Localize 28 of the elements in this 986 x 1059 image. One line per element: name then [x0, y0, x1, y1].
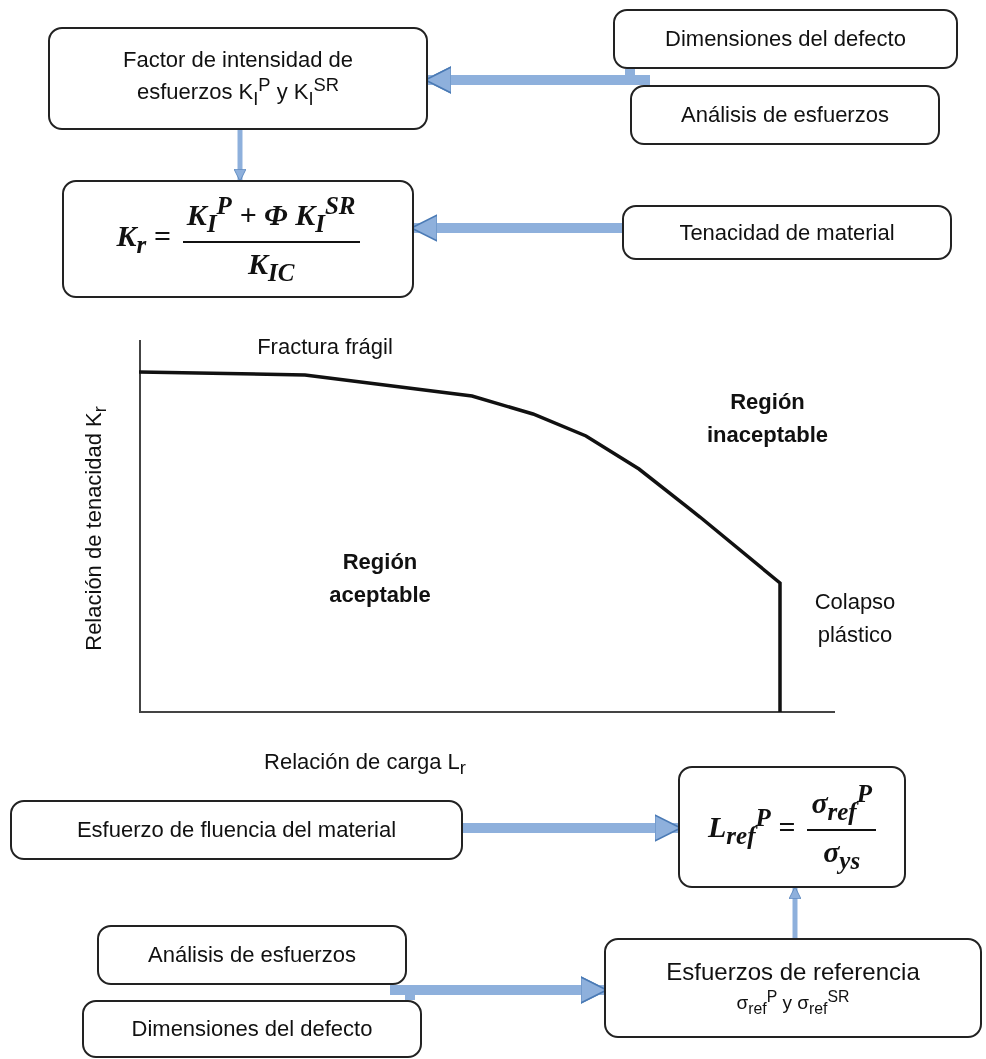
curve-label: Fractura frágil	[256, 333, 394, 361]
box-text: Esfuerzos de referencia	[666, 957, 920, 988]
region-label: Región inaceptable	[705, 388, 829, 449]
process-box	[622, 205, 952, 260]
process-box	[82, 1000, 422, 1058]
process-box	[97, 925, 407, 985]
box-text: Análisis de esfuerzos	[148, 941, 356, 969]
process-box	[613, 9, 958, 69]
box-text: Dimensiones del defecto	[131, 1015, 373, 1043]
process-box	[630, 85, 940, 145]
curve-label: Colapso plástico	[813, 588, 897, 649]
denominator-text: σ$_{ys}$	[823, 834, 861, 876]
process-box	[10, 800, 463, 860]
box-text: Análisis de esfuerzos	[681, 101, 889, 129]
box-text: Esfuerzo de fluencia del material	[76, 816, 397, 844]
region-label: Región aceptable	[328, 548, 432, 609]
box-text: Dimensiones del defecto	[665, 25, 906, 53]
block-arrow	[233, 130, 247, 182]
box-text: Tenacidad de material	[679, 218, 895, 247]
block-arrow	[788, 886, 802, 938]
process-box	[48, 27, 428, 130]
denominator-text: K$_{IC}$	[247, 246, 295, 288]
formula-box	[62, 180, 414, 298]
formula-text: K$_{r}$ =	[116, 218, 171, 261]
formula-box	[678, 766, 906, 888]
process-box	[604, 938, 982, 1038]
formula-text: L$_{ref}$$^{P}$ =	[708, 803, 796, 852]
axis-title: Relación de carga L$_{r}$	[263, 748, 467, 781]
